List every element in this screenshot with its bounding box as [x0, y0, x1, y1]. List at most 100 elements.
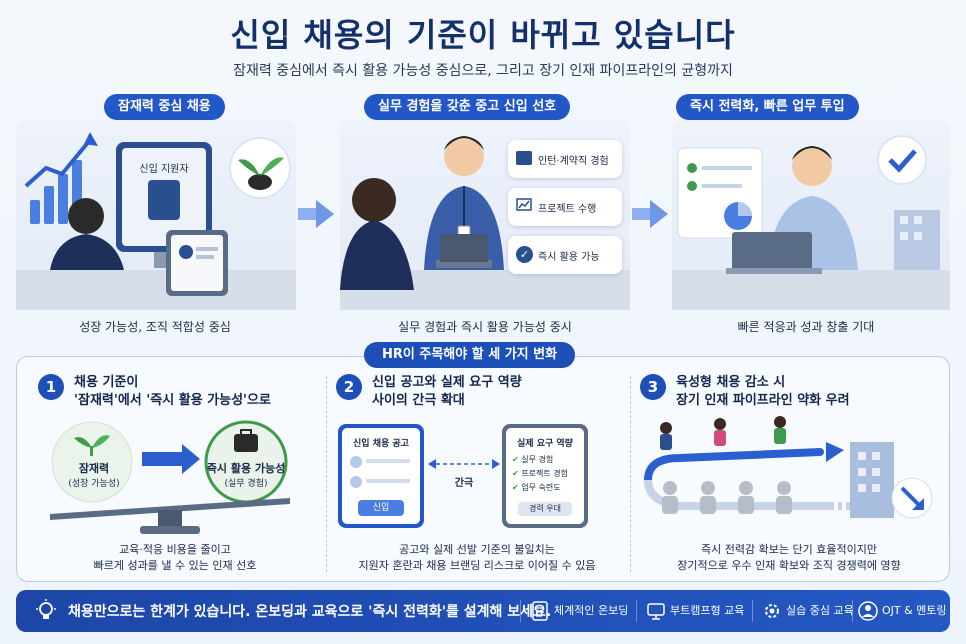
stage-1-scene: 신입 지원자: [16, 120, 296, 310]
card-label: 인턴·계약직 경험: [538, 156, 609, 167]
requirements-clipboard: 실제 요구 역량 ✔ 실무 경험 ✔ 프로젝트 경험 ✔ 업무 숙련도 경력 우…: [502, 424, 588, 528]
gear-icon: [765, 604, 779, 618]
caption-line: 즉시 전력감 확보는 단기 효율적이지만: [701, 543, 877, 556]
gap-arrow-icon: [428, 459, 500, 469]
stage-arrow-2-icon: [650, 200, 668, 228]
text-line: [366, 479, 410, 483]
footer-separator: [852, 600, 853, 622]
requirement-item: ✔ 업무 숙련도: [512, 482, 561, 493]
chip-bootcamp: 부트캠프형 교육: [646, 598, 744, 624]
stage-2-card-ready: ✓ 즉시 활용 가능: [508, 236, 622, 274]
stage-2-pill: 실무 경험을 갖춘 중고 신입 선호: [364, 94, 571, 120]
checkbox-icon: ✔: [512, 455, 522, 464]
decline-arrow-icon: [891, 477, 933, 519]
stage-1-caption: 성장 가능성, 조직 적합성 중심: [79, 320, 231, 334]
chip-mentoring: OJT & 멘토링: [858, 598, 947, 624]
title-line: 사이의 간극 확대: [372, 393, 465, 408]
chip-label: 부트캠프형 교육: [670, 604, 745, 617]
balance-scale-illustration: [50, 420, 290, 534]
person-icon: [350, 476, 362, 488]
pipeline-illustration: [644, 416, 933, 519]
section-divider-1: [326, 376, 327, 572]
chip-hands-on: 실습 중심 교육: [762, 598, 854, 624]
stage-arrow-1-shaft: [298, 208, 318, 220]
change-1-caption: 교육·적응 비용을 줄이고 빠르게 성과를 낼 수 있는 인재 선호: [40, 542, 310, 574]
requirement-label: 실무 경험: [521, 455, 554, 464]
requirement-label: 업무 숙련도: [521, 483, 561, 492]
section-divider-2: [630, 376, 631, 572]
posting-badge: 신입: [358, 500, 404, 516]
requirement-item: ✔ 프로젝트 경험: [512, 468, 568, 479]
card-label: 즉시 활용 가능: [538, 252, 600, 263]
walking-person-icon: [774, 416, 786, 444]
changes-panel: [16, 356, 950, 582]
stage-2-card-internship: 인턴·계약직 경험: [508, 140, 622, 178]
requirement-label: 프로젝트 경험: [521, 469, 568, 478]
checkbox-icon: ✔: [512, 469, 522, 478]
requirements-title: 실제 요구 역량: [517, 439, 573, 449]
stage-2-card-project: 프로젝트 수행: [508, 188, 622, 226]
stage-3-caption: 빠른 적응과 성과 창출 기대: [737, 320, 875, 334]
change-2-title: 신입 공고와 실제 요구 역량 사이의 간극 확대: [372, 374, 522, 410]
change-1-title: 채용 기준이 '잠재력'에서 '즉시 활용 가능성'으로: [74, 374, 271, 410]
job-posting-board: 신입 채용 공고 신입: [338, 424, 424, 528]
applicant-photo: [148, 180, 180, 220]
stage-2-scene: 인턴·계약직 경험 프로젝트 수행 ✓ 즉시 활용 가능: [340, 120, 630, 310]
gap-label: 간극: [454, 478, 474, 489]
caption-line: 빠르게 성과를 낼 수 있는 인재 선호: [93, 559, 257, 572]
applicant-card-label: 신입 지원자: [139, 164, 189, 175]
change-2-caption: 공고와 실제 선발 기준의 불일치는 지원자 혼란과 채용 브랜딩 리스크로 이…: [332, 542, 622, 574]
caption-line: 교육·적응 비용을 줄이고: [119, 543, 231, 556]
caption-line: 공고와 실제 선발 기준의 불일치는: [399, 543, 555, 556]
stage-3-illustration: [672, 135, 950, 310]
readiness-sub: (실무 경험): [224, 479, 268, 489]
footer-separator: [520, 600, 521, 622]
stage-arrow-2-shaft: [632, 208, 652, 220]
page-subtitle: 잠재력 중심에서 즉시 활용 가능성 중심으로, 그리고 장기 인재 파이프라인…: [233, 63, 733, 79]
title-line: 육성형 채용 감소 시: [676, 375, 786, 390]
change-1-number: 1: [38, 374, 64, 400]
checkbox-icon: ✔: [512, 483, 522, 492]
footer-separator: [752, 600, 753, 622]
potential-sub: (성장 가능성): [68, 479, 120, 489]
stage-2-illustration: [340, 136, 630, 310]
chip-label: 실습 중심 교육: [786, 604, 854, 617]
presentation-icon: [516, 198, 532, 211]
checklist-icon: [532, 601, 548, 621]
change-3-title: 육성형 채용 감소 시 장기 인재 파이프라인 약화 우려: [676, 374, 850, 410]
briefcase-icon: [516, 151, 532, 165]
person-icon: [350, 456, 362, 468]
check-icon: ✓: [516, 246, 533, 263]
text-line: [366, 459, 410, 463]
chip-onboarding: 체계적인 온보딩: [530, 598, 628, 624]
change-3-number: 3: [640, 374, 666, 400]
requirement-item: ✔ 실무 경험: [512, 454, 553, 465]
chip-label: 체계적인 온보딩: [554, 604, 629, 617]
footer-banner: 채용만으로는 한계가 있습니다. 온보딩과 교육으로 '즉시 전력화'를 설계해…: [16, 590, 950, 632]
mentor-icon: [858, 601, 878, 621]
footer-message: 채용만으로는 한계가 있습니다. 온보딩과 교육으로 '즉시 전력화'를 설계해…: [68, 604, 552, 620]
title-line: '잠재력'에서 '즉시 활용 가능성'으로: [74, 393, 271, 408]
card-label: 프로젝트 수행: [538, 204, 597, 215]
potential-label: 잠재력: [78, 462, 110, 475]
title-line: 채용 기준이: [74, 375, 139, 390]
title-line: 신입 공고와 실제 요구 역량: [372, 375, 522, 390]
footer-separator: [636, 600, 637, 622]
caption-line: 장기적으로 우수 인재 확보와 조직 경쟁력에 영향: [677, 559, 901, 572]
walking-person-icon: [660, 422, 672, 450]
change-3-caption: 즉시 전력감 확보는 단기 효율적이지만 장기적으로 우수 인재 확보와 조직 …: [636, 542, 942, 574]
changes-banner: HR이 주목해야 할 세 가지 변화: [364, 342, 576, 368]
title-line: 장기 인재 파이프라인 약화 우려: [676, 393, 850, 408]
stage-arrow-1-icon: [316, 200, 334, 228]
walking-person-icon: [714, 418, 726, 446]
requirements-badge: 경력 우대: [518, 502, 572, 516]
posting-title: 신입 채용 공고: [353, 439, 409, 449]
caption-line: 지원자 혼란과 채용 브랜딩 리스크로 이어질 수 있음: [358, 559, 596, 572]
change-2-number: 2: [336, 374, 362, 400]
chip-label: OJT & 멘토링: [882, 604, 947, 617]
stage-3-pill: 즉시 전력화, 빠른 업무 투입: [676, 94, 859, 120]
stage-1-pill: 잠재력 중심 채용: [104, 94, 225, 120]
lightbulb-icon: [36, 599, 56, 619]
stage-3-scene: [672, 120, 950, 310]
readiness-label: 즉시 활용 가능성: [206, 462, 286, 475]
